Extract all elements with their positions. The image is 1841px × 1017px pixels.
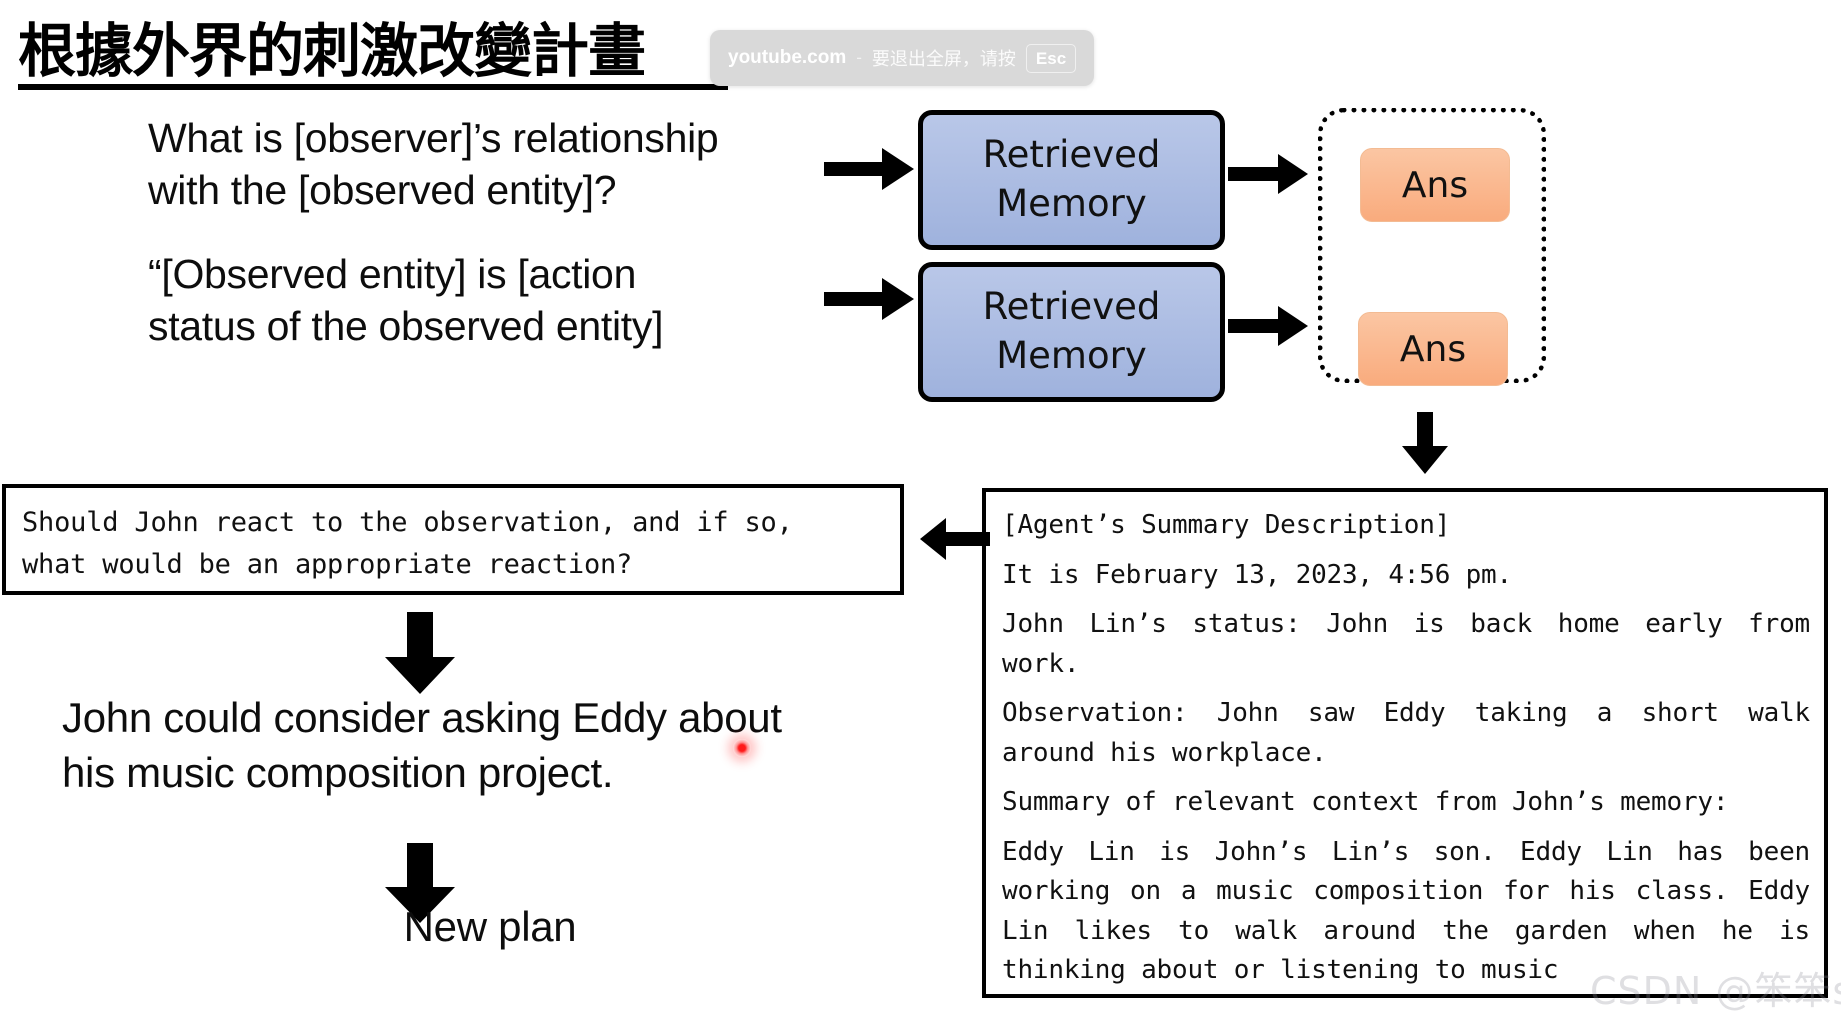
summary-datetime: It is February 13, 2023, 4:56 pm. <box>1002 559 1512 590</box>
page-title: 根據外界的刺激改變計畫 <box>18 17 646 85</box>
arrow-down-result-to-newplan <box>385 843 455 923</box>
title-underline <box>18 84 728 90</box>
arrow-right-prompt1-to-memory1 <box>824 148 914 190</box>
summary-header: [Agent’s Summary Description] <box>1002 510 1451 540</box>
summary-observation: Observation: John saw Eddy taking a shor… <box>1002 698 1826 768</box>
retrieved-memory-box-2: Retrieved Memory <box>918 262 1225 402</box>
esc-key-badge: Esc <box>1025 43 1077 73</box>
arrow-left-summary-to-question <box>920 518 990 560</box>
retrieved-memory-box-1: Retrieved Memory <box>918 110 1225 250</box>
summary-context-body: Eddy Lin is John’s Lin’s son. Eddy Lin h… <box>1002 836 1826 986</box>
arrow-down-question-to-result <box>385 612 455 694</box>
arrow-right-prompt2-to-memory2 <box>824 278 914 320</box>
agent-summary-description-box: [Agent’s Summary Description] It is Febr… <box>982 488 1828 998</box>
prompt-question-1: What is [observer]’s relationship with t… <box>148 115 719 214</box>
toast-separator: - <box>856 48 862 67</box>
ans-box-2: Ans <box>1358 312 1508 386</box>
csdn-watermark: CSDN @笨笨sg <box>1590 969 1841 1013</box>
ans-box-1: Ans <box>1360 148 1510 222</box>
toast-message: 要退出全屏，请按 <box>871 49 1016 70</box>
new-plan-label: New plan <box>403 903 577 950</box>
fullscreen-exit-toast: youtube.com - 要退出全屏，请按 Esc <box>710 30 1095 86</box>
arrow-right-memory2-to-ans2 <box>1228 306 1308 346</box>
summary-context-header: Summary of relevant context from John’s … <box>1002 787 1729 818</box>
prompt-question-2: “[Observed entity] is [action status of … <box>148 251 664 350</box>
toast-hostname: youtube.com <box>728 47 847 68</box>
reaction-result-text: John could consider asking Eddy about hi… <box>62 694 782 797</box>
laser-pointer-dot <box>733 739 751 757</box>
reaction-question-text: Should John react to the observation, an… <box>22 507 793 580</box>
summary-status: John Lin’s status: John is back home ear… <box>1002 609 1826 679</box>
arrow-right-memory1-to-ans1 <box>1228 154 1308 194</box>
reaction-question-box: Should John react to the observation, an… <box>2 484 904 595</box>
arrow-down-ans-to-summary <box>1402 412 1448 474</box>
